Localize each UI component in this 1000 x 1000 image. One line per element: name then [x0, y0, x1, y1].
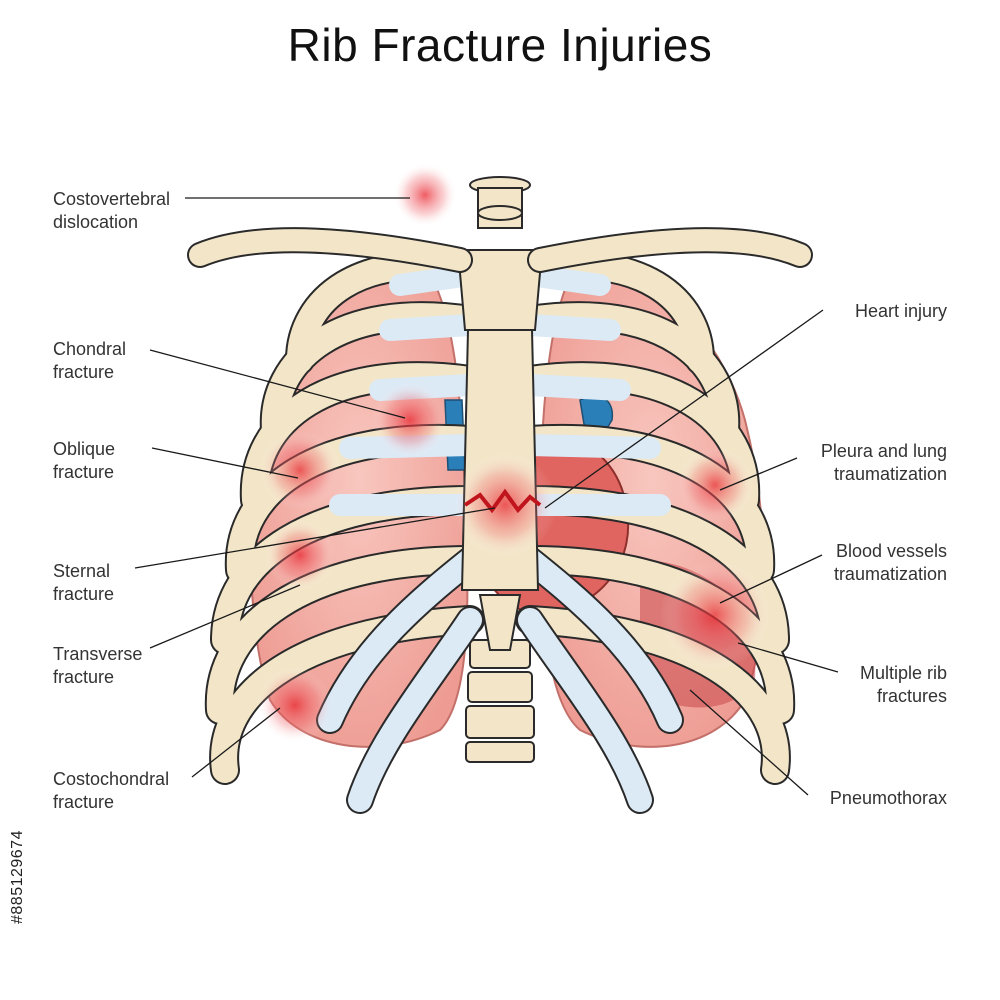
label-transverse-fracture: Transverse fracture: [53, 644, 143, 687]
label-multiple-rib-fractures: Multiple rib fractures: [859, 663, 947, 706]
label-costovertebral-dislocation: Costovertebral dislocation: [53, 189, 171, 232]
sternal-fracture-line: [463, 488, 542, 514]
spine: [465, 176, 535, 763]
label-pleura-lung-traumatization: Pleura and lung traumatization: [820, 441, 947, 484]
injury-highlights: [257, 163, 770, 743]
label-heart-injury: Heart injury: [854, 301, 947, 321]
label-sternal-fracture: Sternal fracture: [53, 561, 115, 604]
leader-lines: [134, 197, 839, 796]
label-oblique-fracture: Oblique fracture: [53, 439, 116, 482]
stock-id-text: #885129674: [9, 830, 26, 924]
diagram-title: Rib Fracture Injuries: [287, 19, 713, 71]
label-pneumothorax: Pneumothorax: [829, 788, 947, 808]
label-costochondral-fracture: Costochondral fracture: [53, 769, 170, 812]
label-blood-vessels-traumatization: Blood vessels traumatization: [833, 541, 947, 584]
label-chondral-fracture: Chondral fracture: [53, 339, 127, 382]
costal-cartilage: [316, 264, 684, 814]
sternum: [456, 249, 544, 651]
clavicles: [187, 227, 813, 273]
stock-id-watermark: #885129674: [6, 770, 30, 990]
